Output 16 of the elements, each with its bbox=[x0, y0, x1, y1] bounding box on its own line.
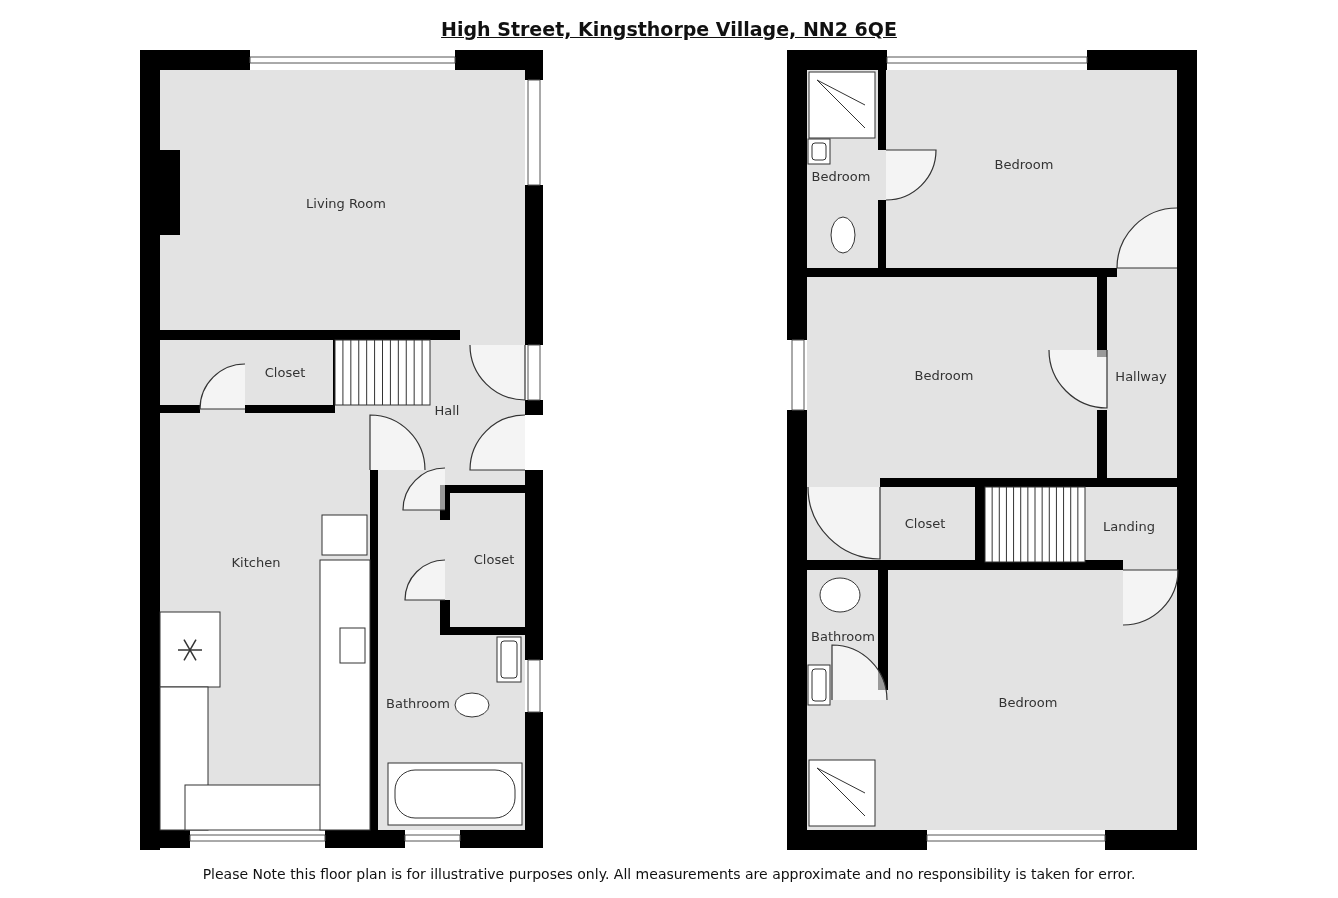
title: High Street, Kingsthorpe Village, NN2 6QE bbox=[441, 18, 897, 40]
room-label: Closet bbox=[264, 364, 306, 380]
room-label: Bedroom bbox=[914, 367, 974, 383]
room-label: Kitchen bbox=[231, 554, 281, 570]
room-label: Living Room bbox=[306, 195, 386, 211]
room-label: Hallway bbox=[1115, 368, 1167, 384]
room-label: Landing bbox=[1103, 518, 1155, 534]
room-label: Bedroom bbox=[811, 168, 871, 184]
caption: Please Note this floor plan is for illustrative purposes only. All measurements are approximate and no responsibility is taken for error. bbox=[202, 866, 1136, 882]
room-label: Closet bbox=[904, 515, 946, 531]
room-label: Bathroom bbox=[386, 695, 450, 711]
room-label: Bedroom bbox=[994, 156, 1054, 172]
room-label: Bedroom bbox=[998, 694, 1058, 710]
room-label: Bathroom bbox=[811, 628, 875, 644]
room-label: Hall bbox=[434, 402, 460, 418]
room-label: Closet bbox=[473, 551, 515, 567]
